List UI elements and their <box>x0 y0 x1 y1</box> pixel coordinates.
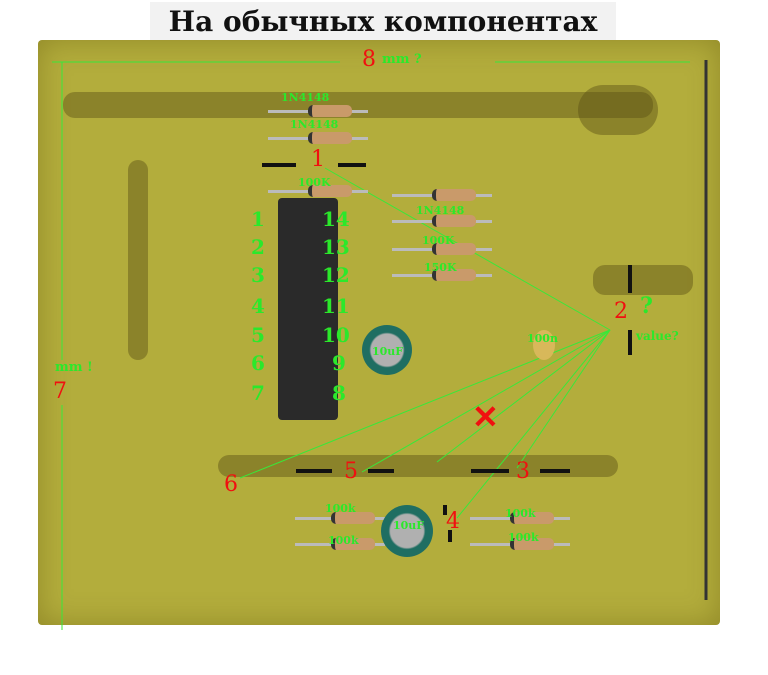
diode-d3 <box>392 215 492 227</box>
resistor-r2 <box>392 243 492 255</box>
resistor-r5 <box>295 538 385 550</box>
capacitor-c3 <box>533 330 555 360</box>
resistor-r6 <box>470 512 570 524</box>
marker-5: 5 <box>344 459 358 484</box>
marker-6: 6 <box>224 472 238 497</box>
gap-marker <box>296 469 332 473</box>
resistor-r7 <box>470 538 570 550</box>
marker-8: 8 <box>362 47 376 72</box>
gap-marker <box>443 505 447 515</box>
value-note: value? <box>636 329 679 343</box>
pin-label: 10 <box>322 323 350 347</box>
pin-label: 6 <box>251 351 265 375</box>
gap-marker <box>368 469 394 473</box>
gap-marker <box>338 163 366 167</box>
cross-mark: ✕ <box>472 398 499 436</box>
label-r4: 100k <box>325 502 356 515</box>
label-r2: 100K <box>422 234 455 247</box>
diode-d2 <box>268 132 368 144</box>
marker-4: 4 <box>446 509 460 534</box>
gap-marker <box>628 330 632 355</box>
gap-marker <box>471 469 509 473</box>
pin-label: 9 <box>332 351 346 375</box>
resistor-r1 <box>268 185 368 197</box>
resistor-r3 <box>392 269 492 281</box>
pin-label: 11 <box>322 294 350 318</box>
label-d1: 1N4148 <box>281 91 330 104</box>
capacitor-c2 <box>381 505 433 557</box>
marker-7: 7 <box>53 379 67 404</box>
gap-marker <box>628 265 632 293</box>
label-r5: 100k <box>328 534 359 547</box>
gap-marker <box>448 530 452 542</box>
pin-label: 5 <box>251 323 265 347</box>
dimension-note-top: mm ? <box>382 52 422 67</box>
label-c2: 10uF <box>393 519 425 532</box>
marker-2: 2 <box>614 299 628 324</box>
dimension-note-left: mm ! <box>55 360 93 375</box>
pin-label: 2 <box>251 235 265 259</box>
gap-marker <box>540 469 570 473</box>
label-d2: 1N4148 <box>290 118 339 131</box>
marker-1: 1 <box>311 147 325 172</box>
diode-d1 <box>268 105 368 117</box>
pin-label: 8 <box>332 381 346 405</box>
label-r6: 100k <box>505 507 536 520</box>
page-title: На обычных компонентах <box>150 2 616 42</box>
pin-label: 1 <box>251 207 265 231</box>
pin-label: 14 <box>322 207 350 231</box>
label-r7: 100k <box>508 531 539 544</box>
resistor-r4 <box>295 512 385 524</box>
ic-chip <box>278 198 338 420</box>
pin-label: 4 <box>251 294 265 318</box>
label-d3: 1N4148 <box>416 204 465 217</box>
question-mark: ? <box>640 293 653 319</box>
label-r1: 100K <box>298 176 331 189</box>
label-c3: 100n <box>527 332 558 345</box>
pin-label: 13 <box>322 235 350 259</box>
label-r3: 150K <box>424 261 457 274</box>
pin-label: 3 <box>251 263 265 287</box>
pin-label: 7 <box>251 381 265 405</box>
label-c1: 10uF <box>372 345 404 358</box>
marker-3: 3 <box>516 459 530 484</box>
capacitor-c1 <box>362 325 412 375</box>
pin-label: 12 <box>322 263 350 287</box>
gap-marker <box>262 163 296 167</box>
resistor <box>392 189 492 201</box>
